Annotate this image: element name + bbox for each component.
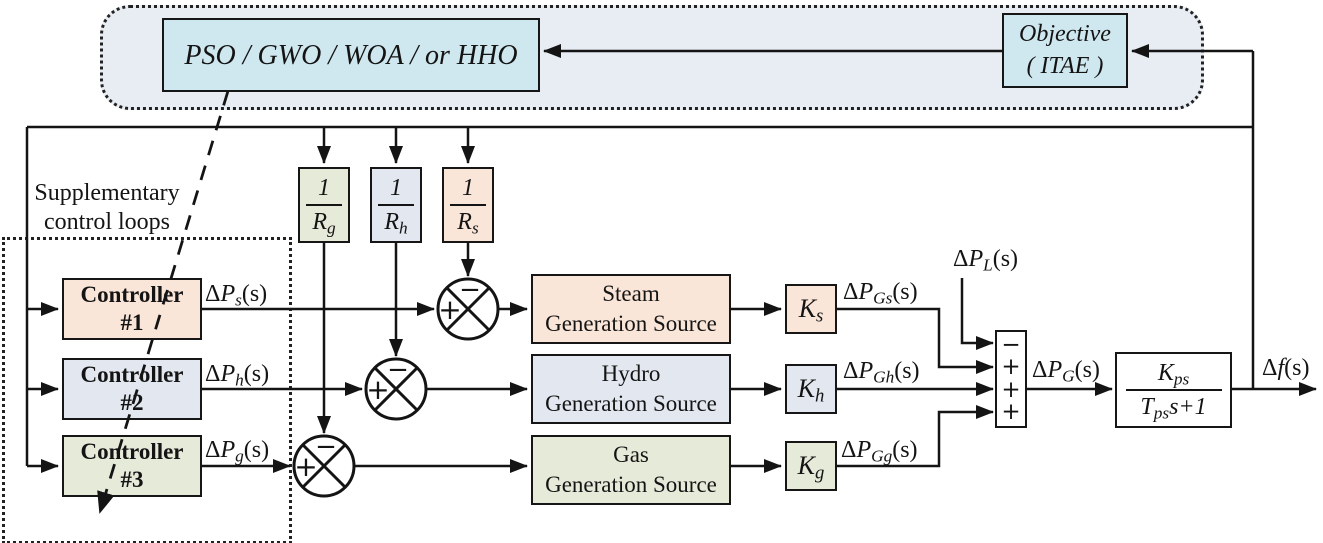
fraction-bar xyxy=(306,204,342,206)
steam-source-block: Steam Generation Source xyxy=(531,274,731,344)
hydro-source-block: Hydro Generation Source xyxy=(531,354,731,424)
dpgs-label: ΔPGs(s) xyxy=(843,279,918,308)
objective-line1: Objective xyxy=(1019,21,1111,48)
dpgg-route xyxy=(837,405,994,468)
power-system-block: Kps Tpss+1 xyxy=(1115,352,1232,428)
supplementary-label: Supplementary control loops xyxy=(34,180,180,235)
optimizer-label: PSO / GWO / WOA / or HHO xyxy=(184,39,518,71)
hydro-minus-sign: − xyxy=(387,355,409,385)
hydro-plus-sign: + xyxy=(366,373,389,406)
gas-minus-sign: − xyxy=(315,432,337,462)
dpl-route xyxy=(960,278,994,350)
summer-sign-minus: − xyxy=(1001,331,1021,358)
droop-rs-block: 1 Rs xyxy=(442,167,494,243)
droop-rg-block: 1 Rg xyxy=(298,167,350,243)
summing-junctions xyxy=(292,277,500,498)
dph-label: ΔPh(s) xyxy=(205,361,270,390)
gas-source-block: Gas Generation Source xyxy=(531,435,731,505)
steam-plus-sign: + xyxy=(438,293,461,326)
gain-ks-block: Ks xyxy=(785,284,837,334)
summer-block: − + + + xyxy=(995,330,1027,428)
fraction-bar xyxy=(450,204,486,206)
dps-label: ΔPs(s) xyxy=(205,281,268,310)
objective-line2: ( ITAE ) xyxy=(1026,52,1104,79)
summer-sign-plus1: + xyxy=(1001,354,1021,381)
dpgs-route xyxy=(837,307,994,374)
droop-rh-block: 1 Rh xyxy=(370,167,422,243)
gain-kg-block: Kg xyxy=(785,441,837,491)
gain-kh-block: Kh xyxy=(785,364,837,414)
fraction-bar xyxy=(1125,389,1222,391)
fraction-bar xyxy=(378,204,414,206)
dpgg-label: ΔPGg(s) xyxy=(841,437,918,466)
dpl-label: ΔPL(s) xyxy=(953,246,1019,275)
summer-sign-plus3: + xyxy=(1001,399,1021,426)
optimizer-block: PSO / GWO / WOA / or HHO xyxy=(162,18,540,92)
summer-sign-plus2: + xyxy=(1001,376,1021,403)
objective-block: Objective ( ITAE ) xyxy=(1002,13,1128,88)
controller-3-block: Controller #3 xyxy=(62,435,202,497)
dpg-label: ΔPg(s) xyxy=(205,437,270,466)
df-label: Δf(s) xyxy=(1262,355,1310,381)
dpgh-label: ΔPGh(s) xyxy=(843,358,920,387)
controller-1-block: Controller #1 xyxy=(62,278,202,340)
steam-minus-sign: − xyxy=(459,275,481,305)
controller-2-block: Controller #2 xyxy=(62,358,202,420)
gas-plus-sign: + xyxy=(294,450,317,483)
junction-signs: − + − + − + xyxy=(294,275,481,483)
dpg-total-label: ΔPG(s) xyxy=(1032,357,1100,386)
